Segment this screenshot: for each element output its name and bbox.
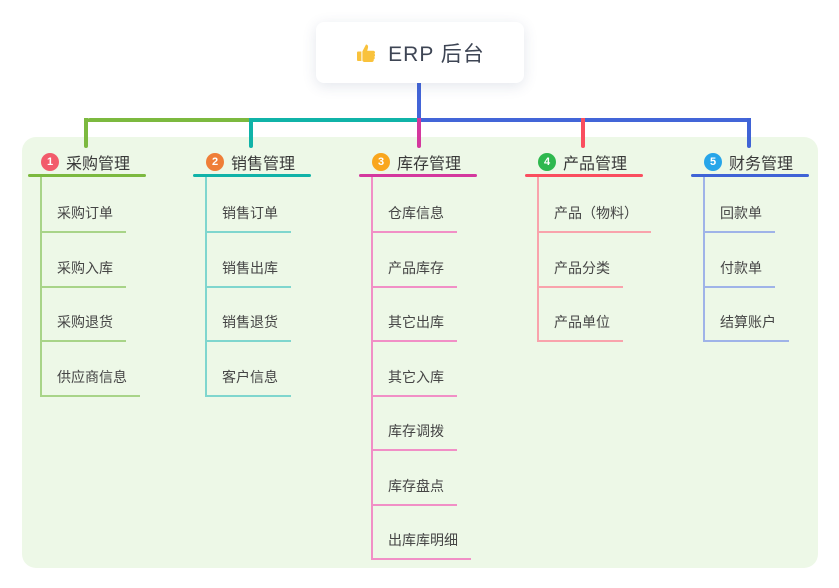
sub-item[interactable]: 出库库明细	[371, 533, 471, 560]
sub-item[interactable]: 销售订单	[205, 206, 291, 233]
branch-node-5: 5 财务管理回款单付款单结算账户	[691, 150, 839, 342]
sub-item[interactable]: 其它出库	[371, 315, 457, 342]
connector-drop-3	[417, 118, 421, 148]
connector-drop-4	[581, 118, 585, 148]
sub-connector-rail	[371, 177, 373, 560]
branches-panel	[22, 137, 818, 568]
branch-number-badge: 1	[41, 152, 59, 171]
branch-label: 财务管理	[729, 155, 794, 173]
root-title: ERP 后台	[388, 42, 485, 66]
branch-label: 采购管理	[66, 155, 131, 173]
sub-item[interactable]: 采购订单	[40, 206, 126, 233]
branch-label: 产品管理	[563, 155, 628, 173]
branch-number-badge: 5	[704, 152, 722, 171]
branch-node-1: 1 采购管理采购订单采购入库采购退货供应商信息	[28, 150, 188, 397]
sub-item[interactable]: 供应商信息	[40, 370, 140, 397]
connector-drop-5	[747, 118, 751, 148]
branch-number-badge: 4	[538, 152, 556, 171]
branch-header-4[interactable]: 4 产品管理	[525, 150, 685, 173]
branch-node-2: 2 销售管理销售订单销售出库销售退货客户信息	[193, 150, 353, 397]
branch-underline	[691, 174, 809, 177]
sub-item[interactable]: 库存盘点	[371, 479, 457, 506]
branch-underline	[193, 174, 311, 177]
branch-label: 库存管理	[397, 155, 462, 173]
branch-node-3: 3 库存管理仓库信息产品库存其它出库其它入库库存调拨库存盘点出库库明细	[359, 150, 519, 560]
branch-label: 销售管理	[231, 155, 296, 173]
branch-underline	[525, 174, 643, 177]
connector-drop-2	[249, 118, 253, 148]
sub-item[interactable]: 付款单	[703, 261, 775, 288]
sub-item[interactable]: 其它入库	[371, 370, 457, 397]
branch-header-2[interactable]: 2 销售管理	[193, 150, 353, 173]
connector-drop-1	[84, 118, 88, 148]
branch-number-badge: 3	[372, 152, 390, 171]
sub-item[interactable]: 产品分类	[537, 261, 623, 288]
sub-item[interactable]: 客户信息	[205, 370, 291, 397]
branch-header-5[interactable]: 5 财务管理	[691, 150, 839, 173]
connector-root-vertical	[417, 80, 421, 120]
branch-node-4: 4 产品管理产品（物料） 产品分类产品单位	[525, 150, 685, 342]
sub-item[interactable]: 销售退货	[205, 315, 291, 342]
branch-header-3[interactable]: 3 库存管理	[359, 150, 519, 173]
sub-item[interactable]: 采购入库	[40, 261, 126, 288]
sub-item[interactable]: 结算账户	[703, 315, 789, 342]
sub-item[interactable]: 产品库存	[371, 261, 457, 288]
thumbs-up-icon	[355, 41, 379, 65]
branch-number-badge: 2	[206, 152, 224, 171]
branch-header-1[interactable]: 1 采购管理	[28, 150, 188, 173]
sub-item[interactable]: 仓库信息	[371, 206, 457, 233]
sub-item[interactable]: 产品（物料）	[537, 206, 651, 233]
sub-connector-rail	[537, 177, 539, 342]
sub-item[interactable]: 产品单位	[537, 315, 623, 342]
connector-rail-middle	[251, 118, 419, 122]
sub-item[interactable]: 销售出库	[205, 261, 291, 288]
branch-underline	[359, 174, 477, 177]
sub-item[interactable]: 采购退货	[40, 315, 126, 342]
sub-item[interactable]: 回款单	[703, 206, 775, 233]
sub-item[interactable]: 库存调拨	[371, 424, 457, 451]
branch-underline	[28, 174, 146, 177]
root-node[interactable]: ERP 后台	[316, 22, 524, 83]
sub-connector-rail	[703, 177, 705, 342]
connector-rail-left	[86, 118, 253, 122]
